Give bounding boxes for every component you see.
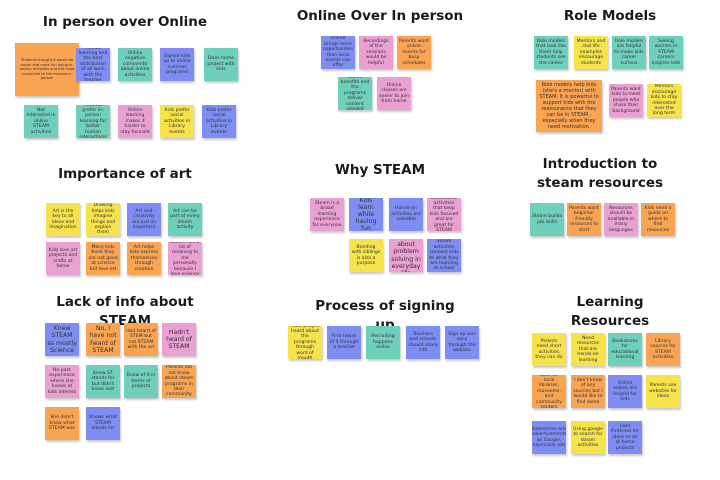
sticky-note[interactable]: Steam builds job skills [530,203,564,236]
sticky-note[interactable]: Most people heard about the programs thr… [288,326,322,359]
sticky-note[interactable]: Parents want online events for busy sche… [397,36,431,69]
sticky-note[interactable]: Students thought it would be easier and … [15,43,79,96]
section-title: Importance of art [58,166,192,182]
sticky-note[interactable]: Parents want beginner friendly resources… [567,203,601,236]
sticky-note[interactable]: Kids learn while having fun [349,198,383,231]
sticky-note[interactable]: Steam is a broad learning experience for… [310,198,344,231]
sticky-note[interactable]: First heard of it through a teacher [327,326,361,359]
sticky-note[interactable]: Knew STEAM as mostly Science [45,323,79,356]
sticky-note[interactable]: Steam is about problem solving in everyd… [389,239,423,272]
sticky-note[interactable]: Teachers and schools should share info [406,326,440,359]
sticky-note[interactable]: Hadn't heard of STEAM [162,323,196,356]
sticky-note[interactable]: Look for local libraries, museums, and c… [532,375,566,408]
sticky-note[interactable]: Role models are helpful to make kids car… [612,36,646,69]
sticky-note[interactable]: Online brings more opportunities than lo… [321,36,355,69]
sticky-note[interactable]: Kids need a guide on where to find resou… [641,203,675,236]
sticky-note[interactable]: Drawing helps kids imagine things and ex… [86,203,120,236]
sticky-note[interactable]: Signed kids up to online summer programs [160,48,194,81]
sticky-note[interactable]: Kids prefer social activities in Library… [160,105,194,138]
sticky-note[interactable]: Not interested in online STEAM activitie… [24,105,58,138]
sticky-note[interactable]: No past experience where she knows of ki… [45,365,79,398]
sticky-note[interactable]: Online videos are helpful for kids [608,375,642,408]
sticky-note[interactable]: Need resources that are hands-on learnin… [571,333,605,366]
sticky-note[interactable]: Library sources for STEAM activities [646,333,680,366]
sticky-note[interactable]: Steam has a lot of meaning to me persona… [168,242,202,275]
sticky-note[interactable]: Parents use websites for ideas [646,375,680,408]
sticky-note[interactable]: Recruiting happens online [366,326,400,359]
section-title: Why STEAM [334,162,426,178]
sticky-note[interactable]: Mentors encourage kids to stay intereste… [647,84,681,117]
sticky-note[interactable]: Online negative comments about online ac… [118,48,152,81]
sticky-note[interactable]: Online benefits and the programs deliver… [338,77,372,110]
sticky-note[interactable]: Does home project with kids [204,48,238,81]
sticky-note[interactable]: Bookstores for educational learning [608,333,642,366]
sticky-note[interactable]: Art can be part of every steam activity [168,203,202,236]
sticky-note[interactable]: Seeing women in STEAM careers inspires k… [649,36,683,69]
sticky-note[interactable]: Uses Pinterest for ideas to do at home p… [608,421,642,454]
sticky-note[interactable]: Steam activities connect kids to what th… [427,239,461,272]
sticky-note[interactable]: Online learning makes it harder to stay … [118,105,152,138]
sticky-note[interactable]: Parents want kids to meet people who sha… [609,84,643,117]
sticky-note[interactable]: Female learning and the best distributio… [76,48,110,81]
sticky-note[interactable]: She didn't know what STEAM was [45,407,79,440]
sticky-note[interactable]: Sign up was easy through the website [445,326,479,359]
section-title: In person over Online [42,14,208,30]
sticky-note[interactable]: Role models that look like them help stu… [534,36,568,69]
sticky-note[interactable]: Using google to search for steam activit… [571,421,605,454]
sticky-note[interactable]: Online classes are easier to join from h… [377,77,411,110]
sticky-note[interactable]: Educational activities that keep kids fo… [427,198,461,231]
section-title: Learning Resources [570,294,650,329]
sticky-note[interactable]: Parents need short activities they can d… [532,333,566,366]
sticky-note[interactable]: Knows what STEAM stands for [86,407,120,440]
sticky-note[interactable]: Parents did not know about steam program… [162,365,196,398]
sticky-note[interactable]: Recordings of the sessions would be help… [359,36,393,69]
sticky-note[interactable]: Bonding with siblings is also a purpose [349,239,383,272]
sticky-note[interactable]: Art and creativity are just as important [127,203,161,236]
sticky-note[interactable]: Parents prefer in-person learning for be… [76,105,110,138]
sticky-note[interactable]: Know of it in terms of projects [124,365,158,398]
sticky-note[interactable]: Knew ST stands for but didn't know rest [86,365,120,398]
sticky-note[interactable]: No, I have not heard of STEAM [86,323,120,356]
section-title: Introduction to steam resources [536,156,664,191]
sticky-note[interactable]: Mentors and real life examples encourage… [574,36,608,69]
sticky-note[interactable]: I don't know of any sources but I would … [571,375,605,408]
sticky-note[interactable]: Many kids think they are not good at sci… [86,242,120,275]
sticky-note[interactable]: Kids love art projects and crafts at hom… [46,242,80,275]
sticky-note[interactable]: Art is the key to all ideas and imaginat… [46,203,80,236]
section-title: Role Models [563,8,657,24]
sticky-note[interactable]: Resources should be available in many la… [604,203,638,236]
sticky-note[interactable]: Hands-on activities are valuable [389,198,423,231]
sticky-note[interactable]: Art helps kids express themselves throug… [127,242,161,275]
sticky-note[interactable]: Kids prefer social activities in Library… [202,105,236,138]
section-title: Online Over In person [296,8,464,24]
sticky-note[interactable]: Bookstores and advertisements on Google,… [532,421,566,454]
sticky-note[interactable]: Role models help kids (she's a mentor) w… [536,80,602,132]
sticky-note[interactable]: Had heard of STEM but not STEAM with the… [124,323,158,356]
